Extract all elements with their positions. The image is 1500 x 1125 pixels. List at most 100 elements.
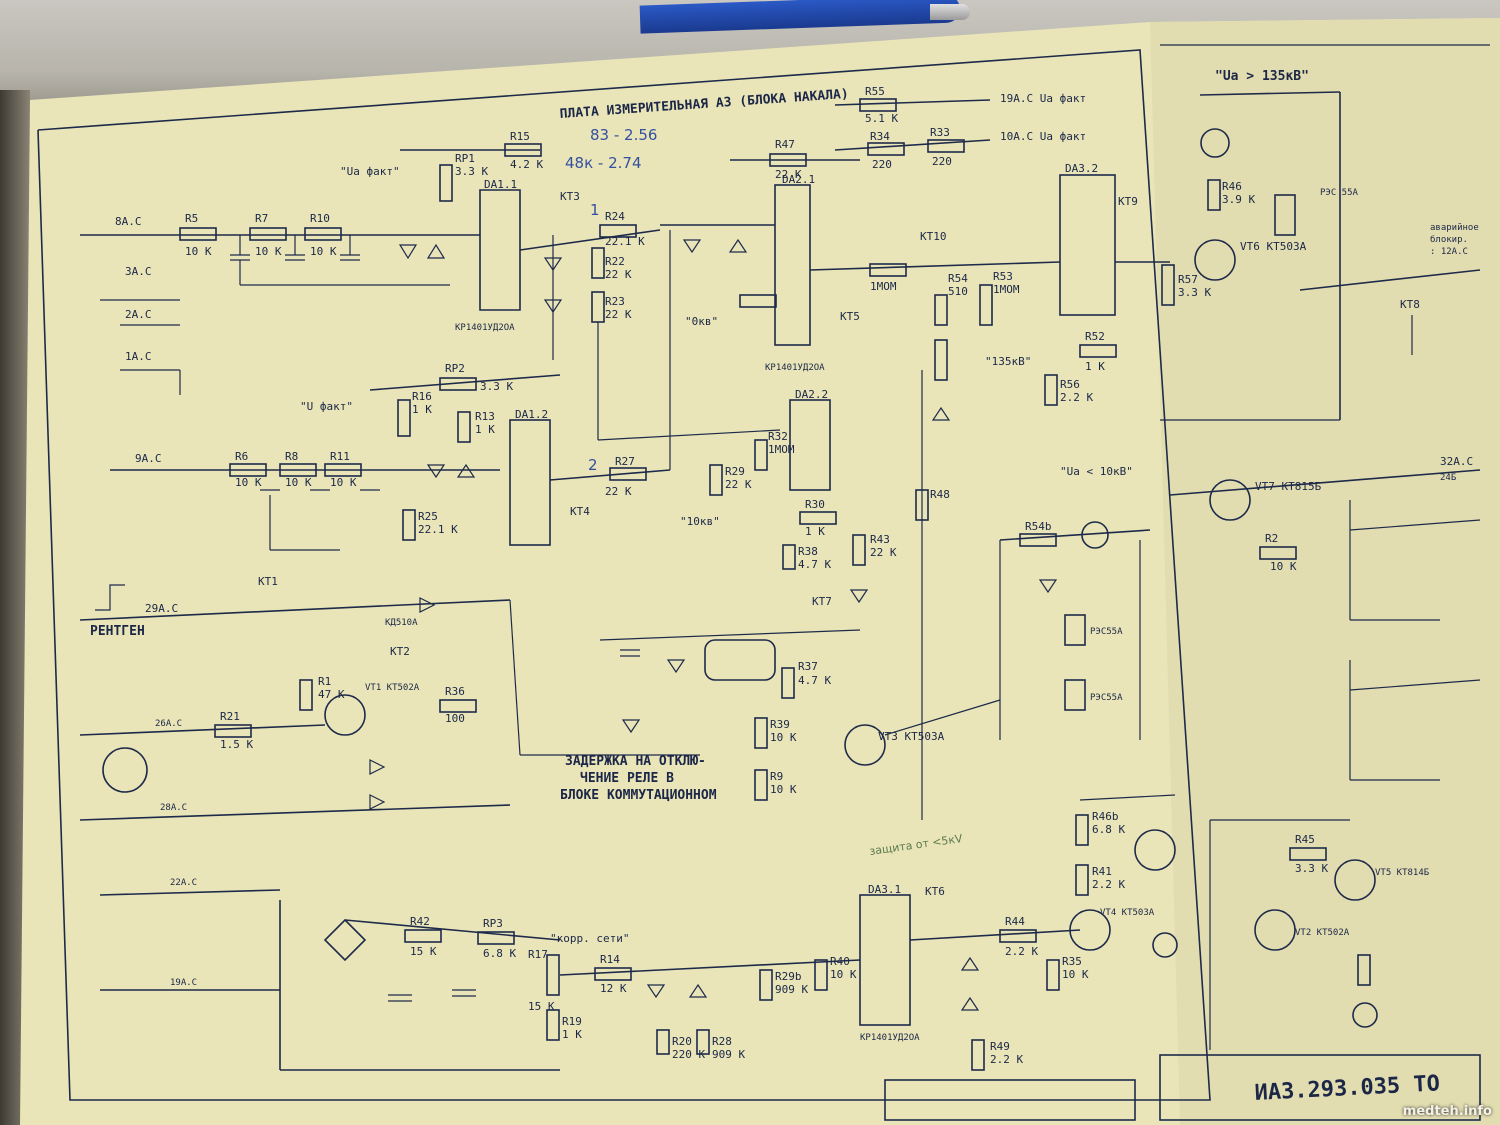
r42-val: 6.8 К: [483, 947, 516, 960]
diode-vd22: [666, 659, 686, 674]
r6-ref: R6: [235, 450, 248, 463]
resistor-r54b: [1259, 546, 1297, 560]
avar-line3: : 12А.С: [1430, 247, 1468, 257]
transistor-vt1: [324, 694, 366, 736]
resistor-r20: [696, 1029, 710, 1055]
wire-to-da22: [597, 429, 781, 441]
r37-ref: R39: [770, 718, 790, 731]
conn-in2: 3А.С: [125, 265, 152, 278]
r44-ref: R35: [1062, 955, 1082, 968]
resistor-r31: [769, 153, 807, 167]
delay-note-line2: ЧЕНИЕ РЕЛЕ В: [580, 771, 674, 786]
opamp-da11: [479, 189, 521, 311]
diode-vd23: [621, 719, 641, 734]
r23-ref: R23: [605, 295, 625, 308]
resistor-r7: [249, 227, 287, 241]
resistor-r34: [867, 142, 905, 156]
transistor-vt-top: [1134, 829, 1176, 871]
r29-ref: R32: [768, 430, 788, 443]
resistor-r29-top: [869, 263, 907, 277]
r53-ref: R52: [1085, 330, 1105, 343]
diode-vd3: [369, 794, 386, 810]
resistor-r47: [934, 294, 948, 326]
title-block-left: [884, 1079, 1136, 1121]
diode-vd24: [849, 589, 869, 604]
relay-kv3-label: РЭС 55А: [1320, 188, 1359, 198]
r5-ref: R5: [185, 212, 198, 225]
resistor-r21: [439, 699, 477, 713]
transistor-vt3: [844, 724, 886, 766]
wire-vt7-out: [1169, 469, 1481, 496]
r20-val: 909 К: [712, 1048, 745, 1061]
paper-fold: [1150, 18, 1500, 1125]
rentgen-pulse: [95, 584, 125, 611]
r46b-val: 2.2 К: [1092, 878, 1125, 891]
resistor-r32: [799, 511, 837, 525]
r36-val: 4.7 К: [798, 674, 831, 687]
resistor-r15: [504, 143, 542, 157]
wire-bridge-out: [344, 919, 561, 941]
r54-ref: R53: [993, 270, 1013, 283]
r13-val: 22.1 К: [418, 523, 458, 536]
r38-ref: R43: [870, 533, 890, 546]
resistor-r28: [759, 969, 773, 1001]
conn-out3: 32А.С: [1440, 455, 1473, 468]
title-block-right: [1159, 1054, 1481, 1121]
resistor-r44: [1046, 959, 1060, 991]
handwritten-note-4: 2: [588, 456, 598, 474]
resistor-r54: [979, 284, 993, 326]
resistor-r5: [179, 227, 217, 241]
transistor-vt4: [1069, 909, 1111, 951]
diode-vd31: [1038, 579, 1058, 594]
r27-ref: R29: [725, 465, 745, 478]
da11-label: DA1.1: [484, 178, 517, 191]
pot-rp3: [546, 954, 560, 996]
vt4-label: VT4 КТ503А: [1100, 908, 1155, 918]
opamp-da22: [789, 399, 831, 491]
resistor-r56: [1161, 264, 1175, 306]
resistor-r36: [781, 667, 795, 699]
r39-ref: R9: [770, 770, 783, 783]
transistor-vt7: [1209, 479, 1251, 521]
label-10kv: "10кв": [680, 515, 720, 528]
conn-in8: 28А.С: [160, 803, 187, 813]
r16-ref: R13: [475, 410, 495, 423]
resistor-r29: [754, 439, 768, 471]
resistor-r40: [999, 929, 1037, 943]
conn-in10: 19А.С: [170, 978, 197, 988]
rp1-val: 3.3 К: [455, 165, 488, 178]
transistor-vt2: [1254, 909, 1296, 951]
tp-kt3: КТ3: [560, 190, 580, 203]
resistor-r52: [1044, 374, 1058, 406]
out1-label: 19А.С Uа факт: [1000, 92, 1086, 105]
wire-out1: [834, 99, 991, 106]
resistor-r48: [1019, 533, 1057, 547]
r49-val: 6.8 К: [1092, 823, 1125, 836]
resistor-r14: [546, 1009, 560, 1041]
rp3-ref: R17: [528, 948, 548, 961]
r47-val: 510: [948, 285, 968, 298]
diode-vd20: [682, 239, 702, 254]
r1-ref: R21: [220, 710, 240, 723]
conn-in4: 1А.С: [125, 350, 152, 363]
r19-ref: R20: [672, 1035, 692, 1048]
da31-label: DA3.1: [868, 883, 901, 896]
watermark: medteh.info: [1402, 1104, 1492, 1119]
relay-kv2-label: РЭС55А: [1090, 693, 1123, 703]
r9-val: 15 К: [410, 945, 437, 958]
r16-val: 1 К: [475, 423, 495, 436]
u-fakt-label: "U факт": [300, 400, 353, 413]
r54b-ref: R2: [1265, 532, 1278, 545]
delay-note-line3: БЛОКЕ КОММУТАЦИОННОМ: [560, 788, 717, 803]
r29-val: 1МОМ: [768, 443, 795, 456]
r24-ref: R24: [605, 210, 625, 223]
r56-val: 3.3 К: [1178, 286, 1211, 299]
wire-opto-top: [599, 629, 861, 641]
opamp-da31: [859, 894, 911, 1026]
relay-kv2: [1064, 679, 1086, 711]
r47-ref: R54: [948, 272, 968, 285]
r34-ref: R34: [870, 130, 890, 143]
r24-val: 22.1 К: [605, 235, 645, 248]
r13-ref: R25: [418, 510, 438, 523]
tp-kt9: КТ9: [1118, 195, 1138, 208]
